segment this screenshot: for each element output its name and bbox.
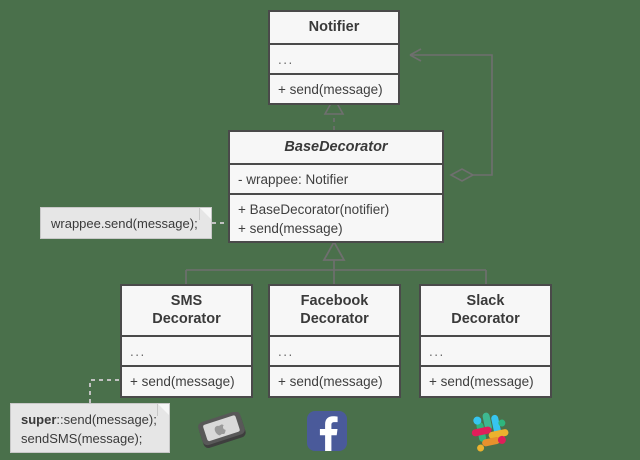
slack-icon: [471, 412, 509, 452]
note-link-sms: [89, 379, 120, 403]
class-name-basedecorator: BaseDecorator: [284, 139, 388, 155]
class-name-slack-decorator: Slack Decorator: [421, 286, 550, 335]
class-name-line1: Facebook: [300, 293, 369, 309]
class-name-sms-decorator: SMS Decorator: [122, 286, 251, 335]
note-line-1-rest: ::send(message);: [56, 412, 157, 427]
class-box-basedecorator[interactable]: BaseDecorator - wrappee: Notifier + Base…: [228, 130, 444, 243]
attributes-notifier: ...: [270, 43, 398, 73]
note-fold-corner-icon: [200, 208, 211, 219]
note-keyword-super: super: [21, 412, 57, 427]
class-box-facebook-decorator[interactable]: Facebook Decorator ... + send(message): [268, 284, 401, 398]
note-line-1: super::send(message);: [21, 410, 160, 429]
smartphone-icon: [198, 412, 246, 449]
attributes-facebook-decorator: ...: [270, 335, 399, 365]
class-name-line2: Decorator: [300, 311, 369, 327]
class-name-line2: Decorator: [451, 311, 520, 327]
note-fold-corner-icon: [158, 404, 169, 415]
class-name-line1: SMS: [170, 293, 203, 309]
attributes-slack-decorator: ...: [421, 335, 550, 365]
operations-basedecorator: + BaseDecorator(notifier) + send(message…: [230, 193, 442, 241]
note-fold-edge: [157, 404, 169, 416]
note-sms-send: super::send(message); sendSMS(message);: [10, 403, 170, 453]
class-name-line1: Slack: [466, 293, 505, 309]
class-box-sms-decorator[interactable]: SMS Decorator ... + send(message): [120, 284, 253, 398]
operations-slack-decorator: + send(message): [421, 365, 550, 396]
class-box-notifier[interactable]: Notifier ... + send(message): [268, 10, 400, 105]
facebook-icon: [307, 411, 347, 451]
operations-facebook-decorator: + send(message): [270, 365, 399, 396]
attributes-basedecorator: - wrappee: Notifier: [230, 163, 442, 193]
attributes-sms-decorator: ...: [122, 335, 251, 365]
class-box-slack-decorator[interactable]: Slack Decorator ... + send(message): [419, 284, 552, 398]
class-name-facebook-decorator: Facebook Decorator: [270, 286, 399, 335]
class-name-notifier: Notifier: [308, 19, 360, 35]
note-fold-edge: [199, 208, 211, 220]
class-name-line2: Decorator: [152, 311, 221, 327]
note-line-2: sendSMS(message);: [21, 431, 143, 446]
operations-notifier: + send(message): [270, 73, 398, 103]
generalization-decorators-to-basedecorator: [185, 240, 487, 284]
operations-sms-decorator: + send(message): [122, 365, 251, 396]
note-wrappee-send: wrappee.send(message);: [40, 207, 212, 239]
note-text: wrappee.send(message);: [51, 216, 198, 231]
